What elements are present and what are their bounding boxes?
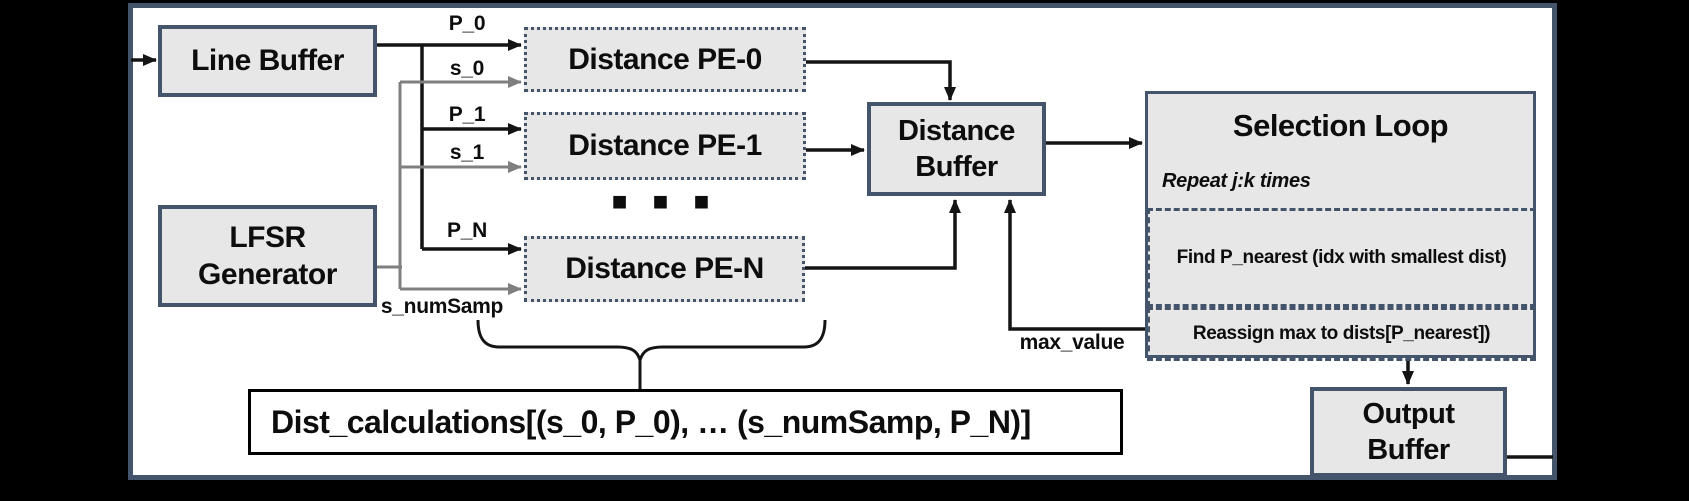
selection-repeat-note: Repeat j:k times bbox=[1162, 170, 1311, 192]
signal-label-snumsamp: s_numSamp bbox=[380, 295, 504, 318]
signal-label-s0: s_0 bbox=[449, 57, 485, 80]
selection-step-find-nearest: Find P_nearest (idx with smallest dist) bbox=[1147, 208, 1536, 307]
selection-step-reassign-max: Reassign max to dists[P_nearest]) bbox=[1147, 307, 1536, 361]
dist-calculations-label: Dist_calculations[(s_0, P_0), … (s_numSa… bbox=[271, 403, 1031, 440]
dist-calculations-block: Dist_calculations[(s_0, P_0), … (s_numSa… bbox=[248, 389, 1123, 455]
selection-loop-title: Selection Loop bbox=[1232, 108, 1449, 143]
distance-buffer-block: Distance Buffer bbox=[867, 102, 1046, 196]
output-buffer-block: Output Buffer bbox=[1310, 387, 1507, 477]
output-buffer-label-line1: Output bbox=[1362, 397, 1455, 430]
signal-label-pn: P_N bbox=[447, 219, 487, 242]
distance-pe0-block: Distance PE-0 bbox=[524, 27, 806, 92]
selection-step2-label: Reassign max to dists[P_nearest]) bbox=[1192, 323, 1491, 344]
signal-label-p0: P_0 bbox=[448, 12, 486, 35]
lfsr-label-line1: LFSR bbox=[229, 220, 306, 254]
distance-pen-label: Distance PE-N bbox=[565, 252, 764, 286]
signal-label-s1: s_1 bbox=[449, 141, 485, 164]
selection-loop-block: Selection Loop Repeat j:k times Find P_n… bbox=[1145, 91, 1536, 361]
line-buffer-label: Line Buffer bbox=[191, 44, 344, 78]
pe-ellipsis: ■ ■ ■ bbox=[611, 186, 719, 216]
distance-pe0-label: Distance PE-0 bbox=[568, 42, 762, 76]
signal-label-maxvalue: max_value bbox=[1019, 331, 1125, 354]
signal-label-p1: P_1 bbox=[448, 103, 486, 126]
output-buffer-label-line2: Buffer bbox=[1367, 434, 1450, 466]
distance-buffer-label-line1: Distance bbox=[898, 114, 1015, 147]
line-buffer-block: Line Buffer bbox=[158, 25, 377, 97]
distance-buffer-label-line2: Buffer bbox=[915, 151, 998, 183]
distance-pe1-label: Distance PE-1 bbox=[568, 129, 762, 163]
selection-step1-label: Find P_nearest (idx with smallest dist) bbox=[1176, 246, 1507, 268]
distance-pe1-block: Distance PE-1 bbox=[524, 112, 806, 180]
lfsr-label-line2: Generator bbox=[198, 258, 337, 291]
lfsr-generator-block: LFSR Generator bbox=[158, 205, 377, 307]
distance-pen-block: Distance PE-N bbox=[524, 236, 805, 302]
